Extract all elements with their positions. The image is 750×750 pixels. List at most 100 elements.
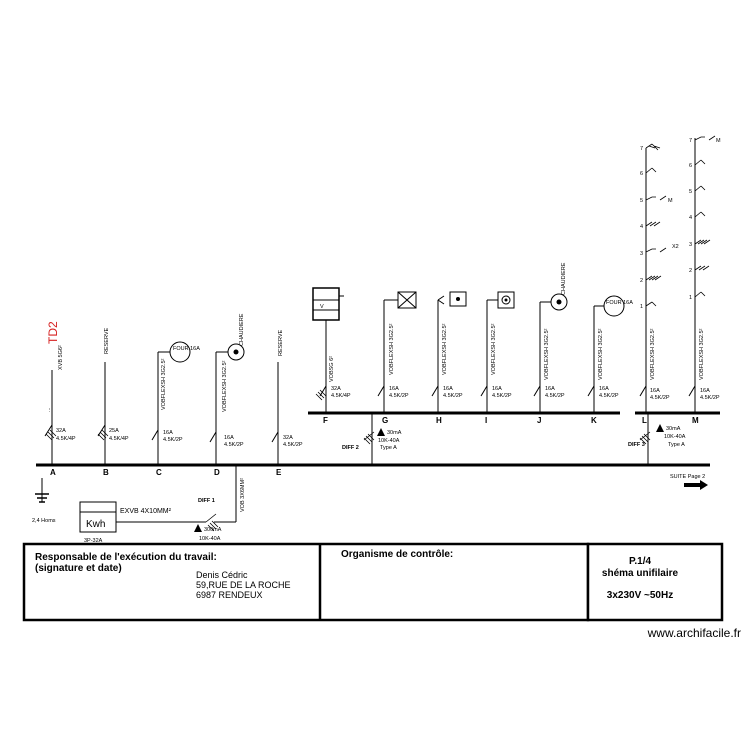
circuit-i-cable: VOBFLEXSH 3G2.5² xyxy=(491,323,497,375)
oven-icon xyxy=(169,341,191,363)
circuit-a-dots: ... xyxy=(46,407,52,412)
circuit-i-breaker: 16A xyxy=(492,386,502,392)
contractor-street: 59,RUE DE LA ROCHE xyxy=(196,580,291,590)
contractor-name: Denis Cédric xyxy=(196,570,248,580)
column-m-point-1: 1 xyxy=(689,295,692,301)
column-l-motor-mark: M xyxy=(668,198,673,204)
circuit-c-breaker: 16A xyxy=(163,430,173,436)
circuit-f: V VOBSG 6² 32A 4.5K/4P F xyxy=(312,287,351,425)
meter-label: Kwh xyxy=(86,519,105,530)
diff1-rating: 10K-40A xyxy=(199,536,221,542)
column-m-point-4: 4 xyxy=(689,215,692,221)
switch-icon-m6 xyxy=(694,159,706,166)
circuit-i-rating: 4.5K/2P xyxy=(492,393,512,399)
triple-switch-icon-m xyxy=(694,265,710,271)
column-l-point-5: 5 xyxy=(640,198,643,204)
diff1-sensitivity: 300mA xyxy=(204,527,222,533)
circuit-f-cable: VOBSG 6² xyxy=(329,356,335,382)
circuit-m-letter: M xyxy=(692,416,699,425)
circuit-e-rating: 4.5K/2P xyxy=(283,442,303,448)
circuit-b-cable: RESERVE xyxy=(104,327,110,354)
contractor-city: 6987 RENDEUX xyxy=(196,590,263,600)
oven-icon-k xyxy=(603,295,625,317)
circuit-m-cable: VOBFLEXSH 3G2.5² xyxy=(699,328,705,380)
column-m-point-5: 5 xyxy=(689,189,692,195)
diff1-label: DIFF 1 xyxy=(198,498,215,504)
diff2: DIFF 2 30mA 10K-40A Type A xyxy=(342,413,402,465)
x2-switch-icon xyxy=(645,247,667,253)
circuit-d-cable: VOBFLEXSH 3G2.5² xyxy=(222,360,228,412)
circuit-k: FOUR 16A VOBFLEXSH 3G2.5² 16A 4.5K/2P K xyxy=(587,295,633,425)
circuit-d-device: CHAUDIERE xyxy=(239,313,245,346)
column-m-point-2: 2 xyxy=(689,268,692,274)
supply-riser: VOB 3X6MM² DIFF 1 300mA 10K-40A EXVB 4X1… xyxy=(79,465,246,544)
title-block: Responsable de l'exécution du travail: (… xyxy=(22,542,724,622)
circuit-h-rating: 4.5K/2P xyxy=(443,393,463,399)
circuit-k-cable: VOBFLEXSH 3G2.5² xyxy=(598,328,604,380)
circuit-m: VOBFLEXSH 3G2.5² 16A 4.5K/2P M 7 M 6 5 4… xyxy=(688,135,721,425)
circuit-a-letter: A xyxy=(50,468,56,477)
circuit-c-letter: C xyxy=(156,468,162,477)
responsible-title: Responsable de l'exécution du travail: xyxy=(35,552,217,563)
circuit-i: VOBFLEXSH 3G2.5² 16A 4.5K/2P I xyxy=(480,291,515,425)
responsible-subtitle: (signature et date) xyxy=(35,563,122,574)
diff3-warning-icon xyxy=(656,424,664,432)
column-l-point-2: 2 xyxy=(640,278,643,284)
meter-rating: 3P-32A xyxy=(84,538,103,544)
diff2-rating: 10K-40A xyxy=(378,438,400,444)
suite-label: SUITE Page 2 xyxy=(670,474,705,480)
circuit-c-cable: VOBFLEXSH 3G2.5² xyxy=(161,358,167,410)
circuit-g-breaker: 16A xyxy=(389,386,399,392)
circuit-a-cable: XVB 5G6² xyxy=(58,345,64,370)
column-l-point-6: 6 xyxy=(640,171,643,177)
circuit-a-breaker: 32A xyxy=(56,428,66,434)
double-switch-icon xyxy=(645,221,661,227)
circuit-c: FOUR 16A VOBFLEXSH 3G2.5² 16A 4.5K/2P C xyxy=(151,341,200,477)
diff2-sensitivity: 30mA xyxy=(387,430,402,436)
circuit-h: VOBFLEXSH 3G2.5² 16A 4.5K/2P H xyxy=(431,291,467,425)
circuit-l-cable: VOBFLEXSH 3G2.5² xyxy=(650,328,656,380)
diff2-label: DIFF 2 xyxy=(342,445,359,451)
motor-switch-icon xyxy=(645,195,667,201)
circuit-g-letter: G xyxy=(382,416,388,425)
circuit-d-breaker: 16A xyxy=(224,435,234,441)
circuit-e-cable: RESERVE xyxy=(278,329,284,356)
circuit-l-rating: 4.5K/2P xyxy=(650,395,670,401)
column-l-x2: X2 xyxy=(672,244,679,250)
column-m-point-3: 3 xyxy=(689,242,692,248)
circuit-j-cable: VOBFLEXSH 3G2.5² xyxy=(544,328,550,380)
circuit-h-letter: H xyxy=(436,416,442,425)
switch-icon-m5 xyxy=(694,185,706,192)
circuit-f-breaker: 32A xyxy=(331,386,341,392)
control-title: Organisme de contrôle: xyxy=(341,549,453,560)
circuit-c-rating: 4.5K/2P xyxy=(163,437,183,443)
circuit-g: VOBFLEXSH 3G2.5² 16A 4.5K/2P G xyxy=(377,291,417,425)
diff2-type: Type A xyxy=(380,445,397,451)
motor-switch-icon-m xyxy=(694,135,716,141)
circuit-g-cable: VOBFLEXSH 3G2.5² xyxy=(389,323,395,375)
single-switch-icon-m xyxy=(694,291,706,298)
voltage: 3x230V ~50Hz xyxy=(607,590,673,601)
circuit-b: RESERVE 25A 4.5K/4P B xyxy=(97,327,129,477)
page-number: P.1/4 xyxy=(629,556,651,567)
circuit-k-letter: K xyxy=(591,416,597,425)
diff3-type: Type A xyxy=(668,442,685,448)
board-label: TD2 xyxy=(46,321,60,344)
circuit-j-breaker: 16A xyxy=(545,386,555,392)
circuit-h-breaker: 16A xyxy=(443,386,453,392)
circuit-j-letter: J xyxy=(537,416,541,425)
riser-cable: VOB 3X6MM² xyxy=(240,478,246,512)
watermark: www.archifacile.fr xyxy=(647,626,741,640)
column-m-point-7: 7 xyxy=(689,138,692,144)
circuit-l: VOBFLEXSH 3G2.5² 16A 4.5K/2P L 7 6 5 M 4… xyxy=(639,143,679,425)
circuit-b-breaker: 25A xyxy=(109,428,119,434)
column-l-point-4: 4 xyxy=(640,224,643,230)
diff3-sensitivity: 30mA xyxy=(666,426,681,432)
right-arrow-icon xyxy=(684,480,708,490)
circuit-h-cable: VOBFLEXSH 3G2.5² xyxy=(442,323,448,375)
circuit-b-letter: B xyxy=(103,468,109,477)
single-switch-icon xyxy=(645,301,657,307)
circuit-k-rating: 4.5K/2P xyxy=(599,393,619,399)
circuit-g-rating: 4.5K/2P xyxy=(389,393,409,399)
